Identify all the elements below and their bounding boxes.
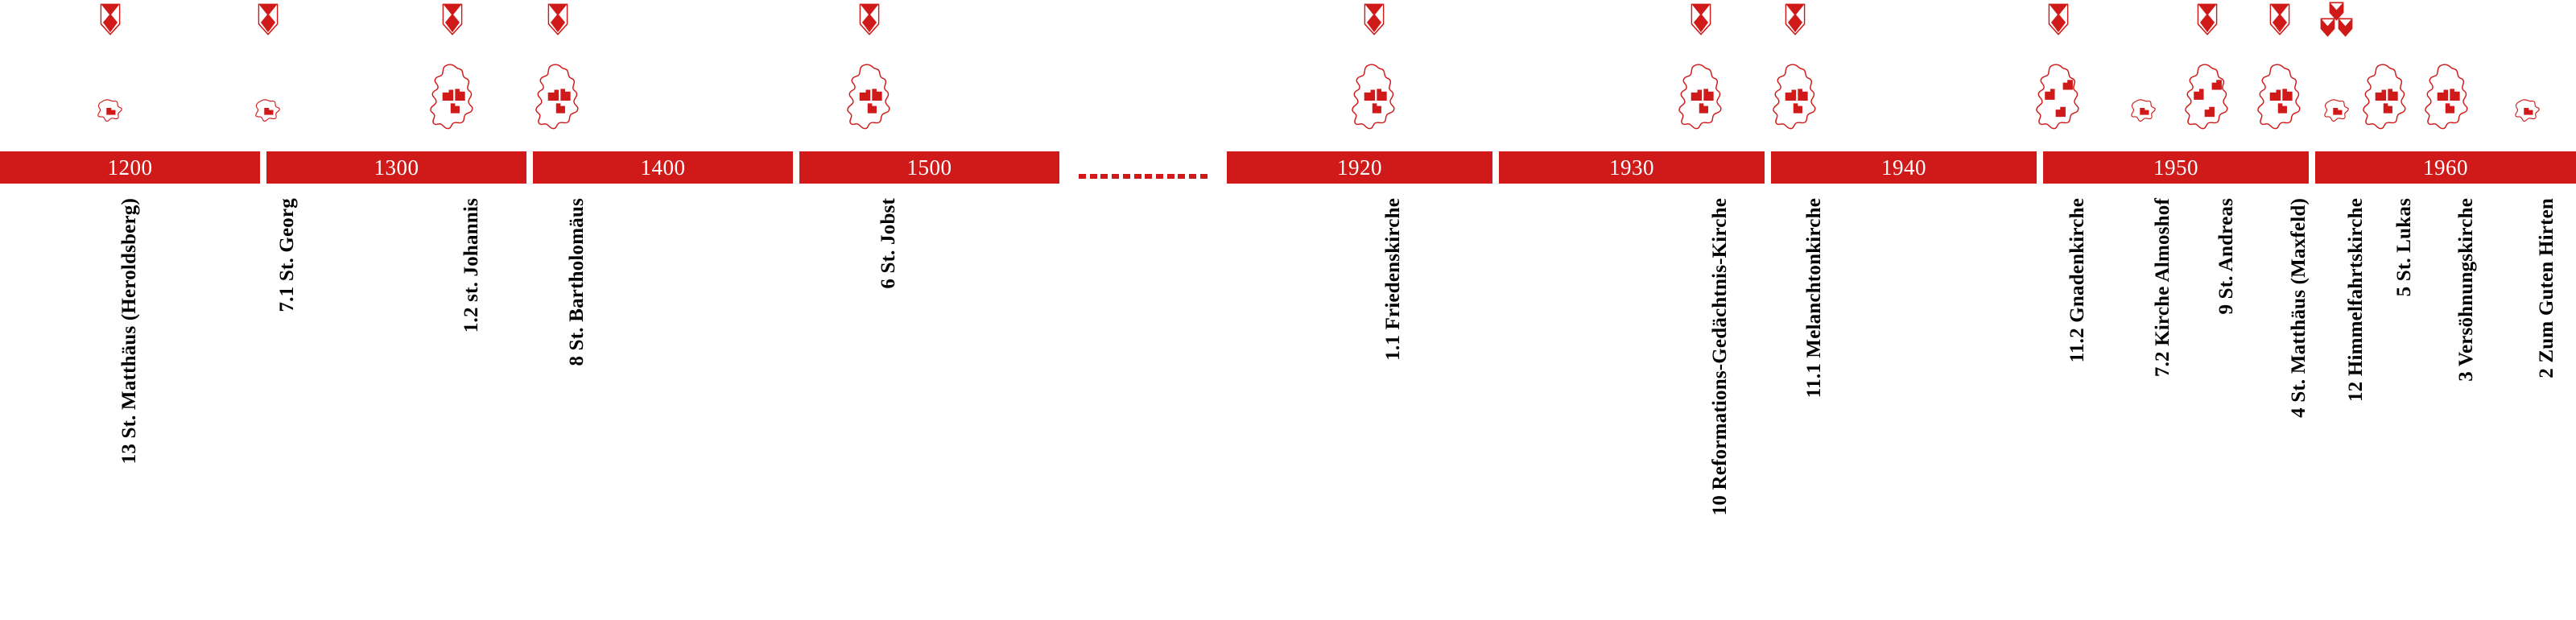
segment-year-label: 1200 bbox=[107, 155, 153, 180]
city-outline-large-icon bbox=[430, 63, 475, 131]
segment-year-label: 1960 bbox=[2423, 155, 2468, 180]
entry-label-1-1: 1.1 Friedenskirche bbox=[1382, 198, 1405, 361]
entry-label-7-1: 7.1 St. Georg bbox=[276, 198, 299, 312]
entry-label-text: 7.2 Kirche Almoshof bbox=[2152, 198, 2174, 378]
city-outline-small-icon bbox=[2515, 98, 2541, 123]
entry-label-11-2: 11.2 Gnadenkirche bbox=[2066, 198, 2089, 362]
segment-year-label: 1400 bbox=[640, 155, 686, 180]
break-dot bbox=[1178, 174, 1186, 179]
city-outline-large-icon bbox=[1773, 63, 1818, 131]
city-outline-large-icon bbox=[2363, 63, 2408, 131]
city-outline-small-icon bbox=[2324, 98, 2350, 123]
city-outline-large-icon bbox=[2257, 63, 2302, 131]
city-outline-large-icon bbox=[535, 63, 580, 131]
entry-label-text: 13 St. Matthäus (Heroldsberg) bbox=[118, 198, 140, 465]
shield-banner-icon bbox=[859, 3, 880, 35]
break-dot bbox=[1145, 174, 1153, 179]
segment-year-label: 1300 bbox=[374, 155, 419, 180]
entry-label-13: 13 St. Matthäus (Heroldsberg) bbox=[118, 198, 141, 464]
entry-label-text: 11.1 Melanchtonkirche bbox=[1803, 198, 1825, 399]
entry-label-4: 4 St. Matthäus (Maxfeld) bbox=[2288, 198, 2310, 418]
entry-label-6: 6 St. Jobst bbox=[877, 198, 900, 289]
entry-label-text: 1.2 st. Johannis bbox=[460, 198, 482, 333]
entry-label-11-1: 11.1 Melanchtonkirche bbox=[1803, 198, 1826, 398]
shield-banner-icon bbox=[2197, 3, 2218, 35]
city-outline-large-icon bbox=[847, 63, 892, 131]
entry-label-2: 2 Zum Guten Hirten bbox=[2536, 198, 2558, 378]
shield-banner-icon bbox=[2320, 18, 2335, 37]
segment-year-label: 1920 bbox=[1337, 155, 1382, 180]
timeline-segment-1920[interactable]: 1920 bbox=[1227, 151, 1492, 184]
segment-year-label: 1950 bbox=[2153, 155, 2198, 180]
entry-label-text: 9 St. Andreas bbox=[2215, 198, 2237, 315]
shield-banner-icon bbox=[1690, 3, 1711, 35]
entry-label-7-2: 7.2 Kirche Almoshof bbox=[2152, 198, 2174, 377]
break-dot bbox=[1100, 174, 1108, 179]
entry-label-10: 10 Reformations-Gedächtnis-Kirche bbox=[1709, 198, 1732, 515]
timeline-segment-1500[interactable]: 1500 bbox=[799, 151, 1059, 184]
city-outline-small-icon bbox=[255, 98, 281, 123]
entry-label-text: 12 Himmelfahrtskirche bbox=[2345, 198, 2367, 403]
break-dot bbox=[1079, 174, 1086, 179]
entry-label-text: 2 Zum Guten Hirten bbox=[2536, 198, 2557, 378]
entry-label-1-2: 1.2 st. Johannis bbox=[460, 198, 483, 333]
city-outline-large-icon bbox=[2185, 63, 2230, 131]
shield-banner-icon bbox=[442, 3, 463, 35]
entry-label-5: 5 St. Lukas bbox=[2393, 198, 2416, 296]
timeline-break-dots bbox=[1079, 151, 1208, 184]
break-dot bbox=[1156, 174, 1164, 179]
break-dot bbox=[1122, 174, 1130, 179]
shield-banner-icon bbox=[2269, 3, 2290, 35]
entry-label-text: 3 Versöhnungskirche bbox=[2455, 198, 2477, 382]
shield-banner-icon bbox=[258, 3, 279, 35]
shield-banner-icon bbox=[100, 3, 121, 35]
entry-label-text: 1.1 Friedenskirche bbox=[1382, 198, 1404, 361]
break-dot bbox=[1112, 174, 1120, 179]
city-outline-large-icon bbox=[1678, 63, 1724, 131]
city-outline-small-icon bbox=[2131, 98, 2157, 123]
shield-banner-icon bbox=[2329, 2, 2344, 21]
entry-label-8: 8 St. Bartholomäus bbox=[566, 198, 588, 366]
break-dot bbox=[1199, 174, 1208, 179]
city-outline-large-icon bbox=[2036, 63, 2081, 131]
break-dot bbox=[1133, 174, 1141, 179]
entry-label-text: 7.1 St. Georg bbox=[276, 198, 298, 312]
entry-label-text: 4 St. Matthäus (Maxfeld) bbox=[2288, 198, 2310, 418]
entry-label-text: 6 St. Jobst bbox=[877, 198, 899, 289]
entry-label-text: 5 St. Lukas bbox=[2393, 198, 2415, 297]
break-dot bbox=[1189, 174, 1197, 179]
timeline-segment-1940[interactable]: 1940 bbox=[1771, 151, 2037, 184]
timeline-segment-1200[interactable]: 1200 bbox=[0, 151, 260, 184]
entry-label-9: 9 St. Andreas bbox=[2215, 198, 2238, 315]
entry-label-text: 11.2 Gnadenkirche bbox=[2066, 198, 2088, 363]
timeline-segment-1930[interactable]: 1930 bbox=[1499, 151, 1765, 184]
city-outline-small-icon bbox=[97, 98, 123, 123]
shield-banner-icon bbox=[2048, 3, 2069, 35]
entry-label-12: 12 Himmelfahrtskirche bbox=[2345, 198, 2368, 402]
shield-banner-icon bbox=[1785, 3, 1806, 35]
segment-year-label: 1940 bbox=[1881, 155, 1926, 180]
break-dot bbox=[1166, 174, 1174, 179]
shield-banner-icon bbox=[547, 3, 568, 35]
city-outline-large-icon bbox=[1352, 63, 1397, 131]
timeline-segment-1960[interactable]: 1960 bbox=[2315, 151, 2576, 184]
timeline-segment-1300[interactable]: 1300 bbox=[266, 151, 526, 184]
city-outline-large-icon bbox=[2425, 63, 2470, 131]
entry-label-text: 10 Reformations-Gedächtnis-Kirche bbox=[1709, 198, 1731, 516]
timeline-segment-1400[interactable]: 1400 bbox=[533, 151, 793, 184]
entry-label-3: 3 Versöhnungskirche bbox=[2455, 198, 2478, 382]
segment-year-label: 1930 bbox=[1609, 155, 1654, 180]
shield-banner-icon bbox=[2338, 18, 2353, 37]
timeline-band: 1200 1300 1400 1500 1920 1930 1940 1950 1960 bbox=[0, 151, 2576, 184]
timeline-segment-1950[interactable]: 1950 bbox=[2043, 151, 2309, 184]
entry-label-text: 8 St. Bartholomäus bbox=[566, 198, 588, 366]
segment-year-label: 1500 bbox=[906, 155, 952, 180]
break-dot bbox=[1089, 174, 1097, 179]
shield-banner-icon bbox=[1364, 3, 1385, 35]
